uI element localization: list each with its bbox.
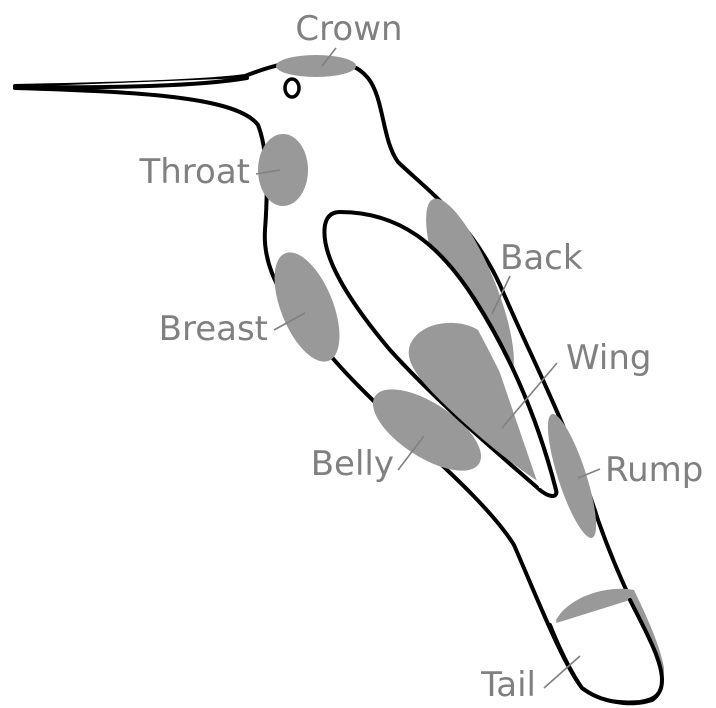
bird-body-outline [15, 60, 662, 704]
tail-label: Tail [480, 665, 536, 705]
crown-patch [276, 55, 356, 77]
throat-patch [258, 134, 308, 206]
eye [285, 79, 299, 97]
breast-label: Breast [159, 309, 268, 349]
crown-label: Crown [295, 9, 402, 49]
belly-label: Belly [311, 444, 394, 484]
bird-figure [15, 55, 664, 703]
rump-label: Rump [605, 450, 703, 490]
back-label: Back [500, 238, 583, 278]
throat-label: Throat [138, 152, 250, 192]
wing-label: Wing [566, 338, 651, 378]
